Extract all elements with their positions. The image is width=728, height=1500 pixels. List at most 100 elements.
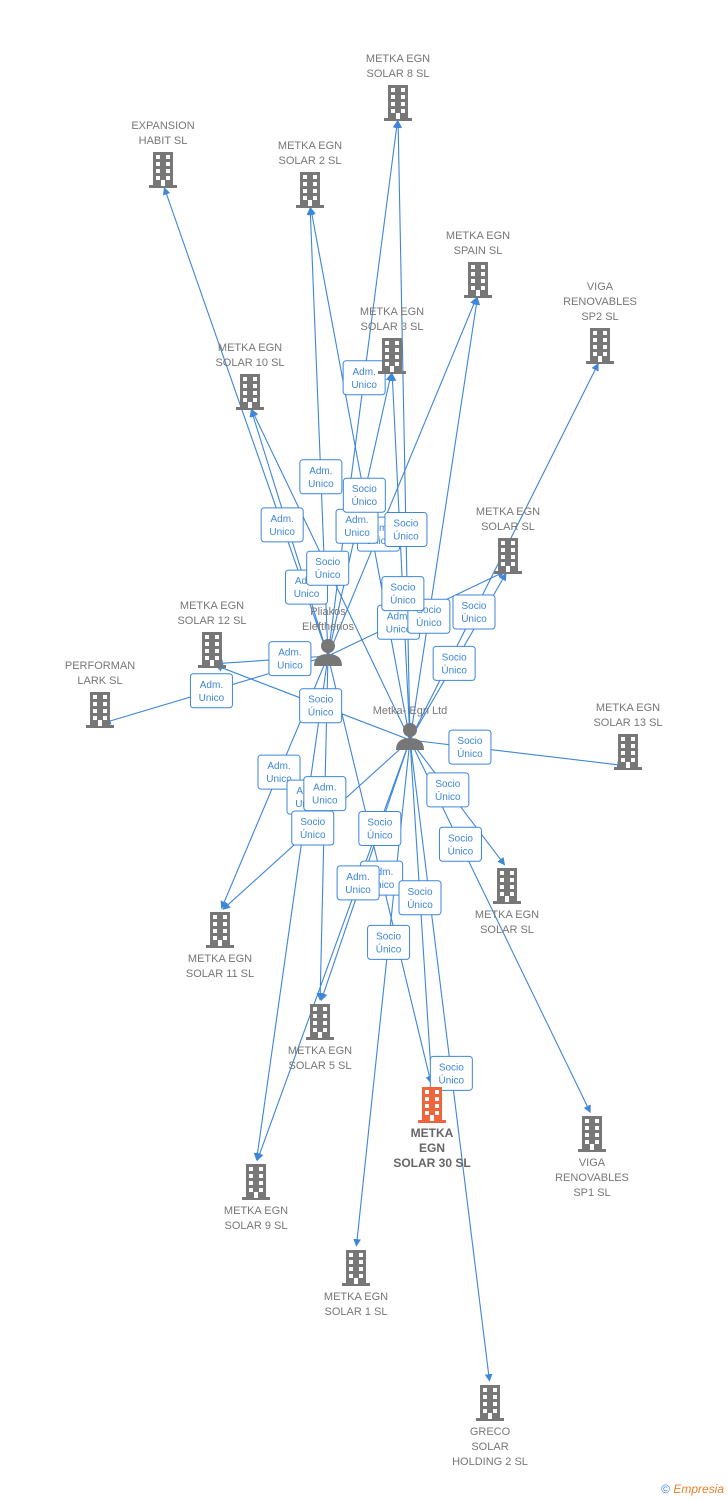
copyright-icon: © (661, 1482, 670, 1496)
relation-badge[interactable]: Adm.Unico (336, 865, 380, 901)
relation-label: Adm. (313, 783, 336, 794)
relation-badge[interactable]: Adm. Unico (342, 360, 386, 396)
node-label: PERFORMAN (65, 660, 135, 672)
node-label: SP2 SL (581, 311, 618, 323)
node-label: EXPANSION (131, 120, 194, 132)
node-label: METKA EGN (366, 53, 430, 65)
relation-label: Único (407, 898, 433, 911)
building-icon (494, 538, 522, 574)
relation-label: Adm. (345, 515, 368, 526)
node-label: METKA EGN (596, 702, 660, 714)
edge-metkaltd-spain (409, 297, 481, 741)
relation-badge[interactable]: Adm. Unico (335, 508, 379, 544)
relation-label: Socio (442, 652, 467, 663)
relation-label: Socio (390, 583, 415, 594)
node-label: METKA EGN (476, 506, 540, 518)
node-label: VIGA (587, 281, 614, 293)
relation-label: Adm. (387, 611, 410, 622)
edge-pliakos-spain (327, 296, 478, 657)
node-label: SOLAR SL (480, 924, 534, 936)
relation-label: Socio (416, 605, 441, 616)
relation-label: Socio (448, 833, 473, 844)
building-icon (296, 172, 324, 208)
relation-label: Unico (308, 479, 334, 490)
relation-label: Único (300, 828, 326, 841)
footer-brand[interactable]: © Empresia (661, 1482, 724, 1496)
edge-metkaltd-solar8 (394, 120, 411, 741)
relation-label: Único (448, 844, 474, 857)
relation-label: Socio (407, 887, 432, 898)
relation-label: Unico (386, 624, 412, 635)
relation-label: Unico (344, 528, 370, 539)
building-icon (342, 1250, 370, 1286)
relation-badge[interactable]: Adm.Unico (260, 507, 304, 543)
building-icon (86, 692, 114, 728)
edge-metkaltd-solar2 (308, 207, 411, 741)
node-label: METKA EGN (224, 1205, 288, 1217)
node-label: METKA EGN (288, 1045, 352, 1057)
building-icon (384, 85, 412, 121)
relation-badge[interactable]: Adm.Unico (268, 641, 312, 677)
relation-label: Adm. (370, 867, 393, 878)
building-icon (493, 868, 521, 904)
node-metkaltd[interactable]: Metka- Egn Ltd (373, 705, 448, 750)
building-icon (476, 1385, 504, 1421)
relation-label: Unico (199, 693, 225, 704)
relation-label: Único (393, 530, 419, 543)
relation-label: Único (461, 612, 487, 625)
relation-label: Único (457, 747, 483, 760)
building-icon (242, 1164, 270, 1200)
relation-label: Unico (266, 774, 292, 785)
relation-label: Adm. (352, 367, 375, 378)
relation-badge[interactable]: Adm.Unico (303, 776, 347, 812)
node-label: METKA EGN (360, 306, 424, 318)
building-icon (236, 374, 264, 410)
building-icon (586, 328, 614, 364)
node-label: SOLAR 1 SL (325, 1306, 388, 1318)
node-label: LARK SL (77, 675, 122, 687)
relation-badge[interactable]: Adm.Unico (189, 673, 233, 709)
node-label: METKA EGN (218, 342, 282, 354)
relation-label: Socio (300, 817, 325, 828)
relation-label: Único (435, 790, 461, 803)
node-performan[interactable]: PERFORMAN LARK SL (65, 660, 135, 728)
relation-label: Unico (351, 380, 377, 391)
relation-badge[interactable]: Adm.Unico (299, 459, 343, 495)
